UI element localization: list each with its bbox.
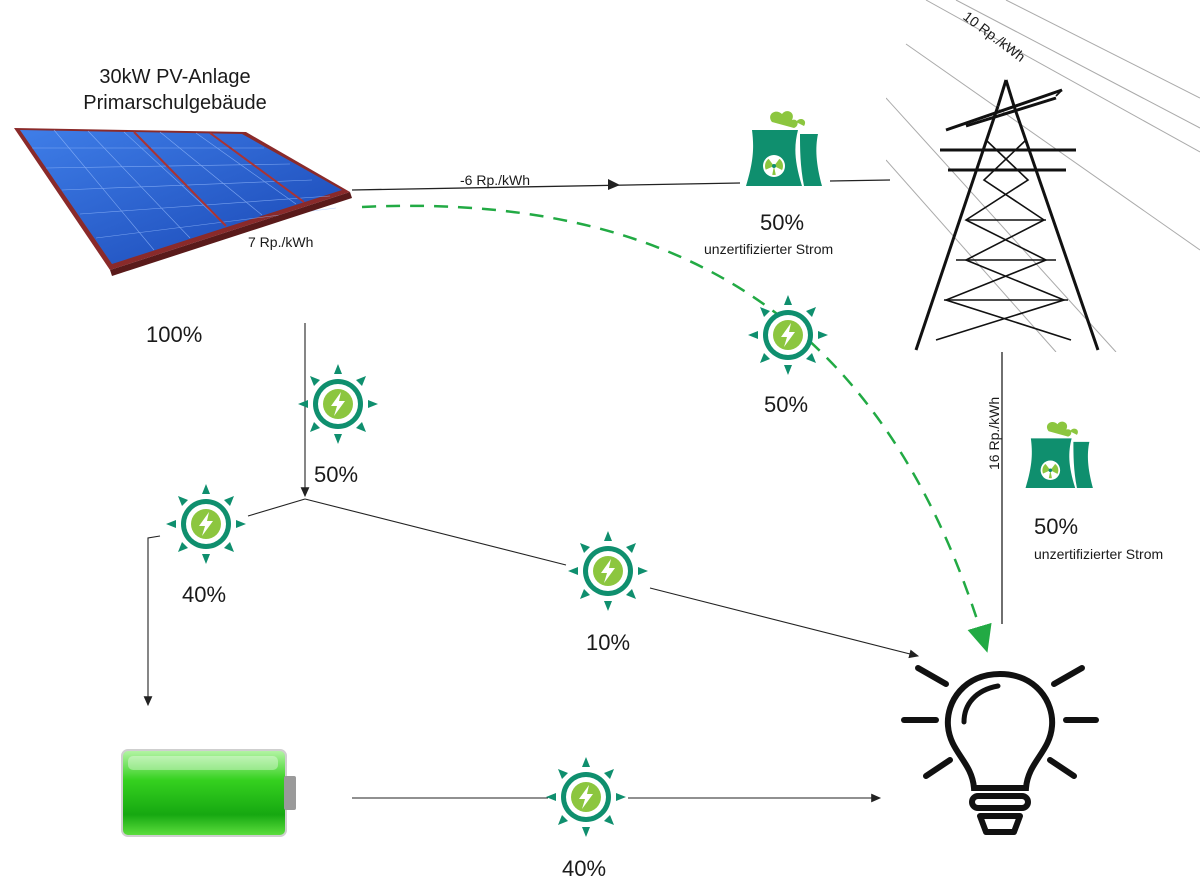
pv-share-label: 100% bbox=[146, 322, 203, 347]
grid-mix-lower-label: unzertifizierter Strom bbox=[1034, 546, 1164, 562]
direct-use-line-2 bbox=[649, 587, 920, 659]
green-energy-sun-icon bbox=[164, 482, 248, 571]
battery-branch-line-down bbox=[143, 535, 161, 707]
pv-title: 30kW PV-Anlage Primarschulgebäude bbox=[60, 64, 290, 116]
battery-discharge-percent: 40% bbox=[562, 856, 607, 881]
green-energy-sun-icon bbox=[544, 755, 628, 844]
export-line bbox=[351, 182, 741, 191]
green-energy-sun-icon bbox=[296, 362, 380, 451]
grid-mix-lower-percent: 50% bbox=[1034, 514, 1079, 539]
export-price-label: -6 Rp./kWh bbox=[460, 172, 531, 188]
nuclear-plant-icon bbox=[742, 108, 830, 199]
grid-supply-price-label: 16 Rp./kWh bbox=[986, 396, 1002, 470]
pv-title-line2: Primarschulgebäude bbox=[83, 92, 267, 114]
green-energy-sun-icon bbox=[566, 529, 650, 618]
power-tower-icon bbox=[885, 0, 1200, 357]
grid-mix-upper-label: unzertifizierter Strom bbox=[704, 241, 834, 257]
pv-title-line1: 30kW PV-Anlage bbox=[99, 66, 251, 88]
battery-branch-line bbox=[247, 498, 306, 517]
export-arrow-head bbox=[608, 179, 620, 190]
nuclear-plant-icon bbox=[1022, 414, 1100, 505]
direct-flow-percent: 50% bbox=[764, 392, 809, 417]
grid-mix-upper-percent: 50% bbox=[760, 210, 805, 235]
pv-cost-label: 7 Rp./kWh bbox=[248, 234, 314, 250]
direct-consumption-percent: 10% bbox=[586, 630, 631, 655]
light-bulb-icon bbox=[898, 654, 1102, 849]
battery-icon bbox=[118, 744, 300, 845]
plant-to-tower-line bbox=[829, 179, 891, 182]
to-battery-percent: 40% bbox=[182, 582, 227, 607]
direct-use-line bbox=[304, 498, 567, 566]
green-energy-sun-icon bbox=[746, 293, 830, 382]
self-use-percent: 50% bbox=[314, 462, 359, 487]
solar-panel-icon bbox=[14, 118, 354, 283]
